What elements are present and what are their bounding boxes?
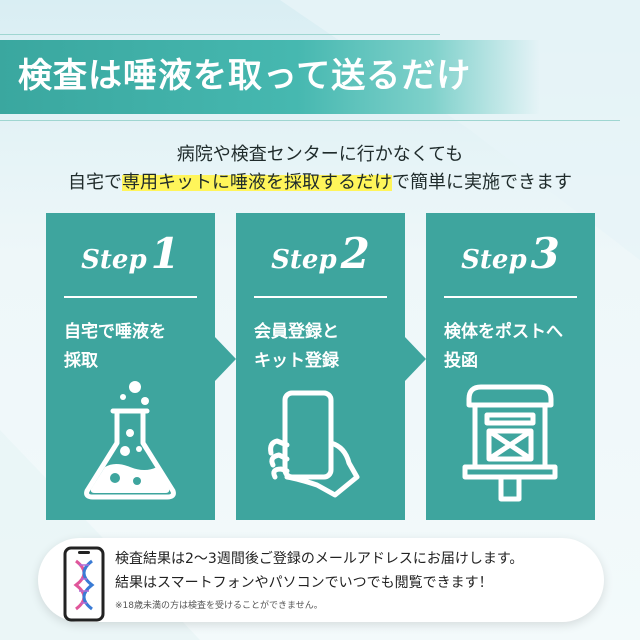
step-description-line-1: 会員登録と [254, 322, 339, 342]
step-card-3: Step3 検体をポストへ 投函 [426, 213, 595, 520]
title-banner [0, 40, 540, 114]
step-number: 3 [530, 229, 560, 278]
step-divider [64, 296, 197, 298]
step-description: 自宅で唾液を 採取 [64, 318, 204, 376]
step-description-line-1: 検体をポストへ [444, 322, 563, 342]
step-divider [254, 296, 387, 298]
intro-line-1: 病院や検査センターに行かなくても [176, 144, 464, 165]
page-title: 検査は唾液を取って送るだけ [18, 56, 472, 96]
step-label: Step [461, 245, 527, 275]
step-heading: Step3 [426, 229, 595, 278]
step-number: 2 [340, 229, 370, 278]
phone-dna-icon [63, 546, 105, 622]
step-number: 1 [150, 229, 180, 278]
step-card-2: Step2 会員登録と キット登録 [236, 213, 405, 520]
step-description: 会員登録と キット登録 [254, 318, 394, 376]
step-heading: Step2 [236, 229, 405, 278]
step-heading: Step1 [46, 229, 215, 278]
step-description-line-2: 投函 [444, 351, 478, 371]
step-description-line-2: キット登録 [254, 351, 339, 371]
step-description-line-2: 採取 [64, 351, 98, 371]
banner-bottom-line [0, 120, 620, 121]
intro-line-2-after: で簡単に実施できます [392, 172, 572, 193]
mailbox-icon [462, 384, 558, 502]
chevron-right-icon [404, 336, 426, 382]
step-description: 検体をポストへ 投函 [444, 318, 584, 376]
intro-line-2-before: 自宅で [68, 172, 122, 193]
note-line-1: 検査結果は2〜3週間後ご登録のメールアドレスにお届けします。 [115, 551, 524, 567]
banner-top-line [0, 34, 440, 35]
intro-line-2: 自宅で専用キットに唾液を採取するだけで簡単に実施できます [0, 168, 640, 194]
step-label: Step [81, 245, 147, 275]
result-note-card [38, 538, 604, 622]
note-line-2: 結果はスマートフォンやパソコンでいつでも閲覧できます！ [115, 575, 493, 591]
intro-highlight: 専用キットに唾液を採取するだけ [122, 172, 392, 193]
smartphone-hand-icon [268, 390, 360, 498]
step-description-line-1: 自宅で唾液を [64, 322, 166, 342]
chevron-right-icon [214, 336, 236, 382]
step-divider [444, 296, 577, 298]
flask-icon [84, 381, 176, 500]
step-label: Step [271, 245, 337, 275]
step-card-1: Step1 自宅で唾液を 採取 [46, 213, 215, 520]
note-disclaimer: ※18歳未満の方は検査を受けることができません。 [115, 601, 323, 611]
